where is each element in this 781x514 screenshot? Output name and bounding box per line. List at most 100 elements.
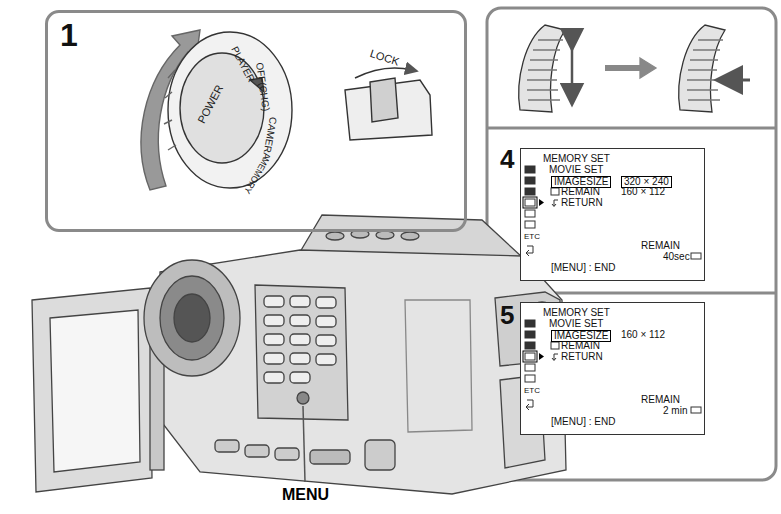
jog-dial-step (571, 40, 574, 95)
power-dial (164, 70, 176, 150)
camcorder-body (290, 334, 310, 345)
power-dial (168, 32, 292, 188)
leader-line (303, 406, 305, 482)
camcorder-body (144, 260, 240, 376)
jog-dial-step (519, 25, 750, 112)
screen-text: 40sec (663, 252, 690, 262)
screen-text: MEMORY SET (543, 308, 610, 318)
jog-dial-step (605, 65, 640, 71)
screen-text: RETURN (561, 198, 603, 208)
step-number: 1 (60, 19, 78, 51)
jog-dial-step (687, 40, 723, 100)
menu-icon (551, 188, 559, 195)
jog-dial-step (519, 25, 565, 112)
screen-text: MEMORY SET (543, 154, 610, 164)
screen-text: [MENU] : END (551, 417, 615, 427)
camcorder-body (264, 353, 284, 364)
menu-screen: MEMORY SETMOVIE SETIMAGESIZE160 × 112REM… (520, 302, 705, 435)
screen-text: ETC (524, 387, 540, 395)
menu-icon (525, 166, 535, 173)
camcorder-body (275, 448, 299, 460)
menu-icon (525, 221, 535, 228)
right-frame (487, 127, 776, 130)
camcorder-body (316, 335, 336, 346)
camcorder-body (264, 315, 284, 326)
camcorder-body (376, 231, 394, 239)
screen-text: RETURN (561, 352, 603, 362)
menu-icon (525, 177, 535, 184)
menu-icon (526, 400, 533, 410)
screen-text: REMAIN (561, 187, 600, 197)
right-frame (487, 8, 776, 480)
camcorder-body (32, 288, 152, 492)
camcorder-body (316, 297, 336, 308)
menu-icon (525, 342, 535, 349)
menu-icon (525, 375, 535, 382)
step-panel: 4MEMORY SETMOVIE SETIMAGESIZE320 × 240RE… (492, 132, 772, 290)
screen-text: MOVIE SET (549, 165, 603, 175)
camcorder-body (50, 310, 140, 472)
lock-switch (355, 68, 412, 78)
menu-screen: MEMORY SETMOVIE SETIMAGESIZE320 × 240REM… (520, 148, 705, 281)
jog-dial-step (679, 25, 725, 112)
camcorder-body (326, 232, 344, 240)
jog-dial-step (728, 79, 750, 82)
screen-text: REMAIN (561, 341, 600, 351)
menu-icon (525, 364, 535, 371)
menu-icon (525, 210, 535, 217)
jog-dial-step (527, 40, 563, 100)
camcorder-body (290, 296, 310, 307)
camcorder-body (297, 392, 309, 404)
camcorder-body (310, 450, 350, 464)
menu-icon (525, 331, 535, 338)
menu-icon (691, 407, 701, 413)
screen-text: REMAIN (641, 395, 680, 405)
camcorder-body (290, 315, 310, 326)
menu-icon (525, 188, 535, 195)
camcorder-body (255, 285, 348, 420)
screen-text: 160 × 112 (621, 187, 665, 197)
menu-icon (523, 197, 537, 208)
step-number: 5 (500, 302, 514, 328)
screen-text: [MENU] : END (551, 263, 615, 273)
lock-switch (370, 78, 398, 122)
camcorder-body (316, 316, 336, 327)
camcorder-body (290, 372, 310, 383)
menu-icon (552, 354, 558, 361)
menu-icon (525, 320, 535, 327)
camcorder-body (264, 296, 284, 307)
power-dial (141, 30, 292, 190)
menu-icon (539, 199, 544, 206)
camcorder-body (290, 353, 310, 364)
camcorder-body (32, 215, 566, 494)
lock-switch (345, 68, 432, 140)
menu-icon (523, 351, 537, 362)
camcorder-body (264, 372, 284, 383)
jog-dial-step (640, 58, 656, 78)
menu-icon (551, 342, 559, 349)
screen-text: ETC (524, 233, 540, 241)
right-frame (487, 8, 776, 480)
camcorder-body (215, 440, 239, 452)
camcorder-body (174, 294, 210, 342)
screen-text: 2 min (663, 406, 687, 416)
menu-icon (525, 199, 535, 206)
menu-icon (525, 353, 535, 360)
button-label: MENU (282, 487, 329, 503)
menu-icon (552, 200, 558, 207)
menu-icon (691, 253, 701, 259)
camcorder-body (264, 334, 284, 345)
step-number: 4 (500, 146, 514, 172)
camcorder-body (405, 300, 472, 432)
camcorder-body (316, 354, 336, 365)
screen-text: REMAIN (641, 241, 680, 251)
switch-label: LOCK (369, 48, 401, 68)
camcorder-body (365, 440, 395, 470)
camcorder-body (245, 445, 269, 457)
step-panel: 5MEMORY SETMOVIE SETIMAGESIZE160 × 112RE… (492, 296, 772, 476)
menu-icon (526, 246, 533, 256)
camcorder-body (401, 232, 419, 240)
menu-icon (539, 353, 544, 360)
screen-text: MOVIE SET (549, 319, 603, 329)
